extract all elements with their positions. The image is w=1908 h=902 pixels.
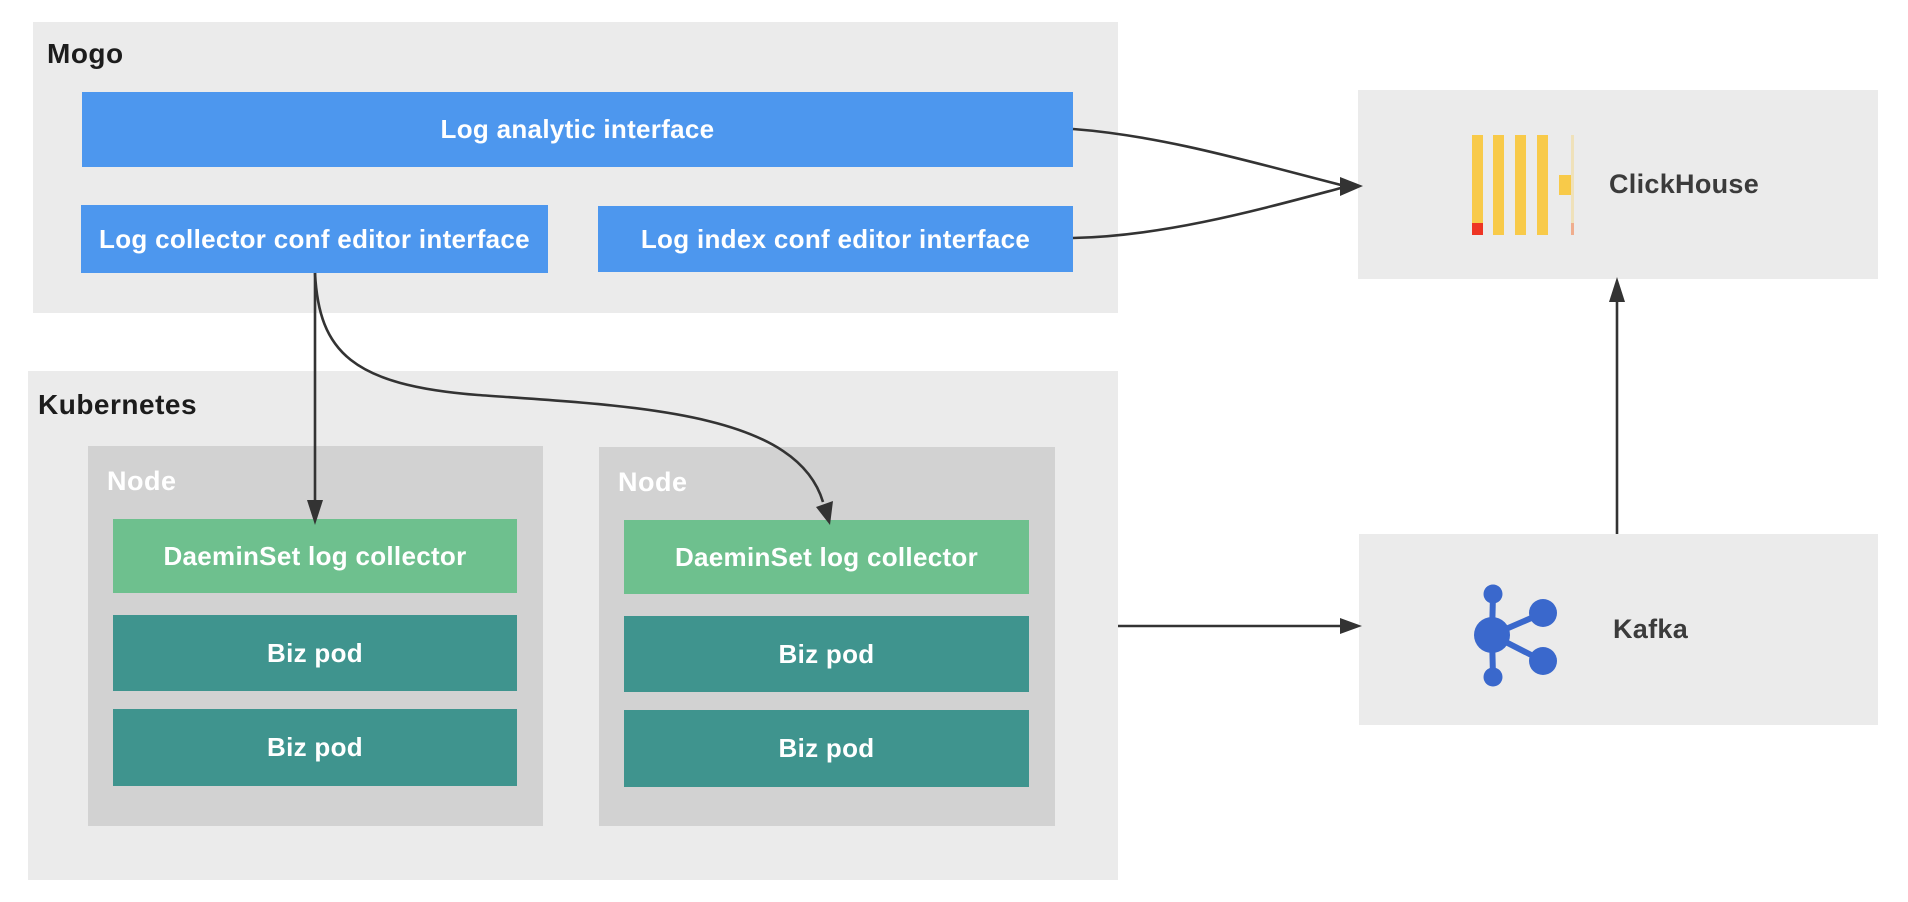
node-title: Node: [618, 467, 688, 497]
kubernetes-node: Node DaeminSet log collector Biz pod Biz…: [599, 447, 1055, 826]
log-index-conf-editor-interface-box: Log index conf editor interface: [598, 206, 1073, 272]
mogo-group: Mogo Log analytic interface Log collecto…: [33, 22, 1118, 313]
kafka-icon: [1474, 584, 1557, 687]
biz-pod-box: Biz pod: [624, 710, 1029, 787]
biz-pod-box: Biz pod: [113, 615, 517, 691]
kafka-box: Kafka: [1359, 534, 1878, 725]
biz-pod-box: Biz pod: [113, 709, 517, 786]
kafka-label: Kafka: [1613, 614, 1689, 644]
clickhouse-box: ClickHouse: [1358, 90, 1878, 279]
log-collector-conf-editor-interface-box: Log collector conf editor interface: [81, 205, 548, 273]
kubernetes-group-title: Kubernetes: [38, 389, 198, 420]
daeminset-log-collector-box: DaeminSet log collector: [624, 520, 1029, 594]
log-analytic-interface-box: Log analytic interface: [82, 92, 1073, 167]
daeminset-log-collector-box: DaeminSet log collector: [113, 519, 517, 593]
node-title: Node: [107, 466, 177, 496]
biz-pod-box: Biz pod: [624, 616, 1029, 692]
kubernetes-group: Kubernetes Node DaeminSet log collector …: [28, 371, 1118, 880]
kubernetes-node: Node DaeminSet log collector Biz pod Biz…: [88, 446, 543, 826]
clickhouse-icon: [1472, 135, 1577, 235]
clickhouse-label: ClickHouse: [1609, 169, 1760, 199]
mogo-group-title: Mogo: [47, 38, 124, 69]
